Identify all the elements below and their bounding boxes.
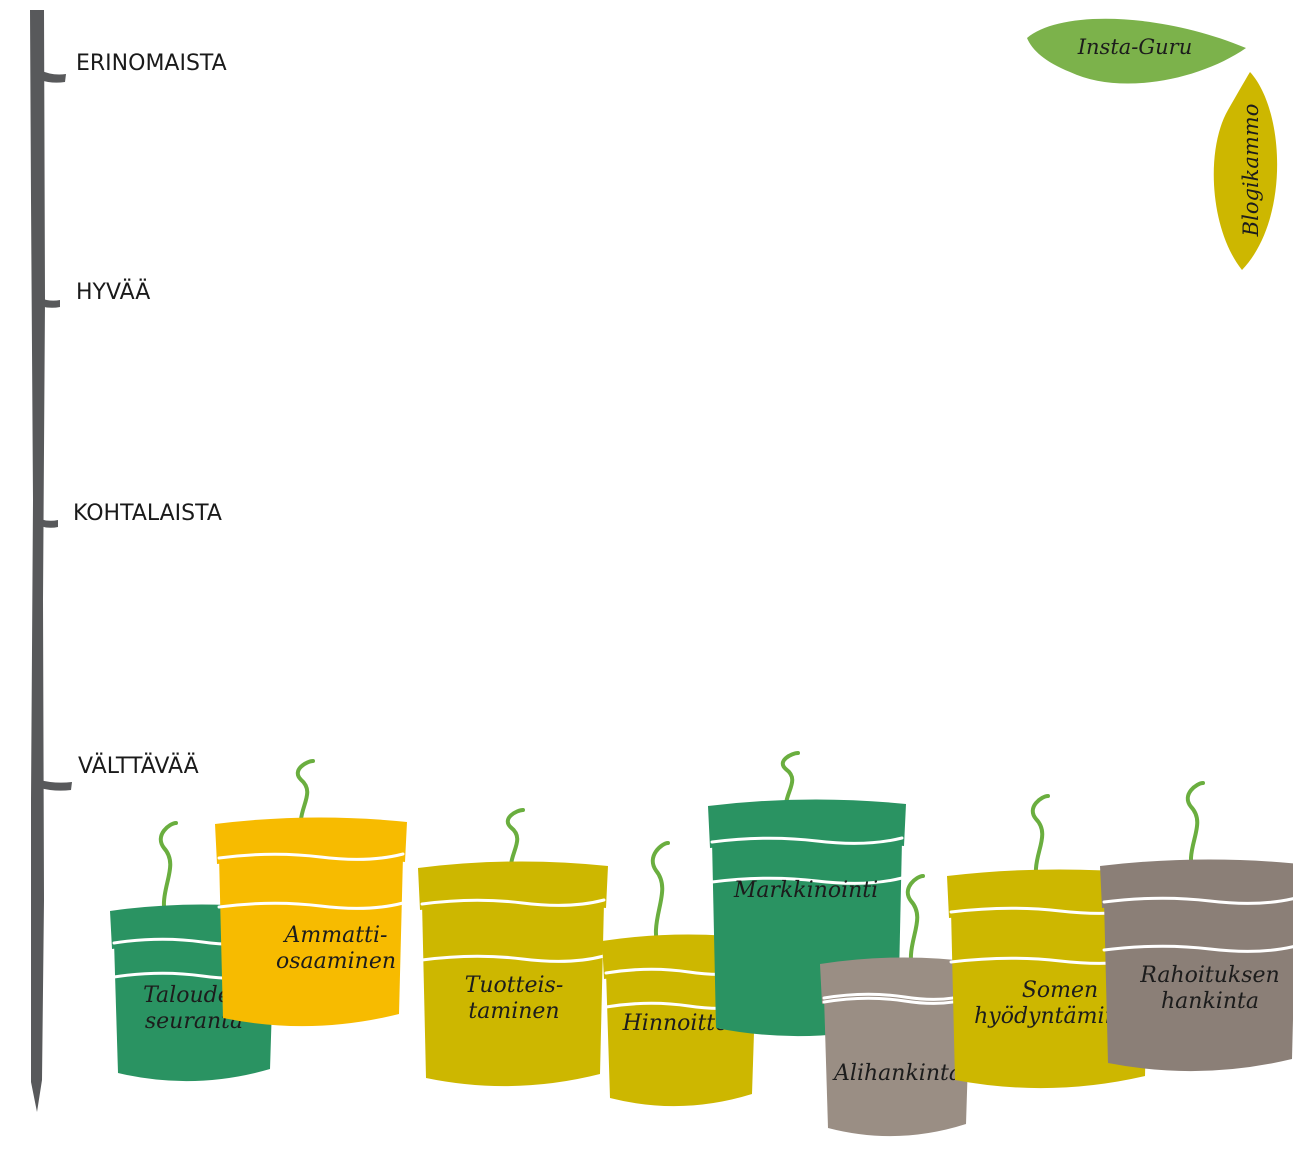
pot-seam <box>217 852 405 861</box>
leaf-insta-guru: Insta-Guru <box>1027 18 1246 84</box>
sprout <box>1185 781 1205 880</box>
pot-label: hankinta <box>1161 989 1259 1014</box>
pot-seam <box>420 954 606 963</box>
pot-label: Ammatti- <box>283 923 388 948</box>
leaf-label-blogikammo: Blogikammo <box>1239 104 1263 238</box>
pot-label: osaaminen <box>276 949 396 974</box>
scale-label-hyvaa: HYVÄÄ <box>76 279 150 305</box>
pot-label: Somen <box>1022 978 1098 1003</box>
leaf-label-insta-guru: Insta-Guru <box>1077 35 1193 59</box>
pot-1: Ammatti-osaaminen <box>215 759 407 1027</box>
pots: TaloudenseurantaAmmatti-osaaminenTuottei… <box>110 751 1293 1137</box>
sprout <box>650 841 670 955</box>
leaf-blogikammo: Blogikammo <box>1213 72 1278 270</box>
measuring-stick <box>30 10 72 1112</box>
pot-label: Markkinointi <box>733 878 878 903</box>
pot-rim <box>1100 859 1293 908</box>
pot-rim <box>820 957 974 1004</box>
pot-seam <box>710 836 904 845</box>
stick-branch-kohtalaista <box>40 519 58 528</box>
pot-seam <box>1102 896 1293 905</box>
sprout <box>905 874 925 978</box>
pot-seam <box>822 996 972 1005</box>
pot-seam <box>710 876 904 885</box>
leaf-insta-guru-shape <box>1027 18 1246 84</box>
pot-rim <box>215 817 407 864</box>
pot-label: Rahoituksen <box>1139 963 1279 988</box>
pot-seam <box>822 992 972 1001</box>
scale-label-erinomaista: ERINOMAISTA <box>76 51 227 76</box>
leaf-blogikammo-shape <box>1213 72 1278 270</box>
sprout <box>1030 794 1050 890</box>
sprout <box>158 821 178 925</box>
pot-rim <box>418 861 608 910</box>
pot-label: Alihankinta <box>832 1061 962 1086</box>
pot-body <box>824 996 970 1137</box>
pot-label: Tuotteis- <box>465 973 564 998</box>
pot-rim <box>708 799 906 848</box>
pot-body <box>951 910 1149 1089</box>
stick-branch-hyvaa <box>40 298 60 308</box>
pot-body <box>1104 900 1293 1072</box>
pot-2: Tuotteis-taminen <box>418 808 608 1087</box>
pot-body <box>219 856 403 1027</box>
pot-5: Alihankinta <box>820 874 974 1137</box>
pot-label: taminen <box>468 999 559 1024</box>
pot-body <box>422 902 604 1087</box>
stick-branch-valttavaa <box>40 780 72 791</box>
scale-label-valttavaa: VÄLTTÄVÄÄ <box>78 753 199 779</box>
pot-seam <box>1102 944 1293 953</box>
pot-seam <box>217 901 405 910</box>
scale-label-kohtalaista: KOHTALAISTA <box>73 501 222 526</box>
stick-branch-erinomaista <box>40 70 66 83</box>
pot-seam <box>420 898 606 907</box>
stick-pole <box>30 10 45 1112</box>
